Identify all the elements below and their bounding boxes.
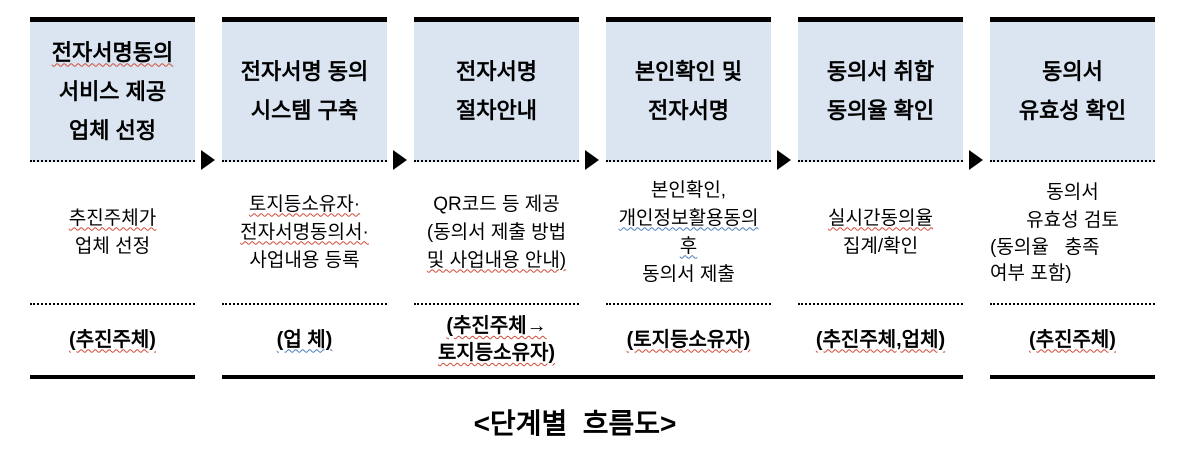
step-2-build-system-body-line-1: 토지등소유자· [248, 193, 361, 215]
step-2-build-system-header-line-2: 시스템 구축 [250, 98, 359, 123]
step-2-build-system-body-line-3: 사업내용 등록 [249, 249, 360, 271]
step-5-actor-box: (추진주체,업체) [798, 305, 963, 375]
step-6-validate-consents-body-line-2: 유효성 검토 [1026, 209, 1119, 231]
step-4-actor-box: (토지등소유자) [606, 305, 771, 375]
step-5-collect-consents-body-line-2: 집계/확인 [842, 235, 919, 257]
step-2-build-system-header-line-1: 전자서명 동의 [240, 59, 369, 84]
step-1-select-provider-header-line-3: 업체 선정 [68, 117, 157, 143]
step-3-procedure-guide-body-line-2: (동의서 제출 방법 [426, 221, 567, 243]
step-5-collect-consents-body-line-1: 실시간동의율 [828, 207, 933, 229]
step-4-identity-esign-body-line-3: 후 [679, 235, 698, 257]
step-3-procedure-guide-body-line-1: QR코드 등 제공 [433, 193, 560, 215]
arrow-icon [777, 150, 791, 170]
step-6-validate-consents-header-line-2: 유효성 확인 [1018, 98, 1127, 123]
step-6-validate-consents-body-line-4: 여부 포함) [990, 262, 1072, 284]
step-1-select-provider-actor-line-1: (추진주체) [69, 328, 156, 351]
bottom-rule-right [990, 375, 1155, 379]
step-1-actor-box: (추진주체) [30, 305, 195, 375]
bottom-rule-middle [222, 375, 963, 379]
arrow-icon [393, 150, 407, 170]
step-4-identity-esign-body-line-2: 개인정보활용동의 [618, 207, 759, 229]
step-4-identity-esign-body-line-1: 본인확인, [650, 179, 727, 201]
step-4-identity-esign-actor-line-1: (토지등소유자) [626, 328, 751, 351]
caption: <단계별 흐름도> [473, 408, 677, 439]
step-6-validate-consents-body-line-3: (동의율 충족 [990, 236, 1100, 258]
step-1-select-provider-header-line-1: 전자서명동의 [51, 39, 174, 65]
step-4-identity-esign-header-line-1: 본인확인 및 [634, 59, 743, 84]
step-1-select-provider-body-line-1: 추진주체가 [68, 207, 157, 229]
arrow-icon [201, 150, 215, 170]
step-3-procedure-guide-actor-line-2: 토지등소유자) [437, 342, 556, 364]
step-5-collect-consents-actor-line-1: (추진주체,업체) [815, 328, 946, 351]
step-3-procedure-guide-body-line-3: 및 사업내용 안내) [426, 249, 567, 271]
step-6-actor-box: (추진주체) [990, 305, 1155, 375]
step-3-procedure-guide-actor-line-1: (추진주체→ [446, 315, 547, 337]
arrow-icon [585, 150, 599, 170]
step-6-validate-consents-actor-line-1: (추진주체) [1029, 328, 1116, 351]
step-1-select-provider-header-line-2: 서비스 제공 [58, 78, 167, 104]
step-2-body-box: 토지등소유자· 전자서명동의서· 사업내용 등록 [222, 162, 387, 305]
step-6-validate-consents-header-line-1: 동의서 [1042, 59, 1103, 84]
step-3-procedure-guide-header-line-2: 절차안내 [456, 98, 537, 123]
step-4-identity-esign-header-line-2: 전자서명 [648, 98, 729, 123]
step-2-build-system-actor-line-1: (업 체) [276, 328, 333, 351]
step-5-collect-consents-header-line-1: 동의서 취합 [826, 59, 935, 84]
step-6-validate-consents-body-line-1: 동의서 [1046, 181, 1099, 203]
step-2-build-system-body-line-2: 전자서명동의서· [240, 221, 369, 243]
step-5-collect-consents-header-line-2: 동의율 확인 [826, 98, 935, 123]
step-3-procedure-guide-header-line-1: 전자서명 [456, 59, 537, 84]
arrow-icon [969, 150, 983, 170]
step-3-actor-box: (추진주체→ 토지등소유자) [414, 305, 579, 375]
step-1-select-provider-body-line-2: 업체 선정 [74, 235, 151, 257]
step-4-identity-esign-body-line-4: 동의서 제출 [642, 263, 735, 285]
bottom-rule-left [30, 375, 195, 379]
step-2-actor-box: (업 체) [222, 305, 387, 375]
